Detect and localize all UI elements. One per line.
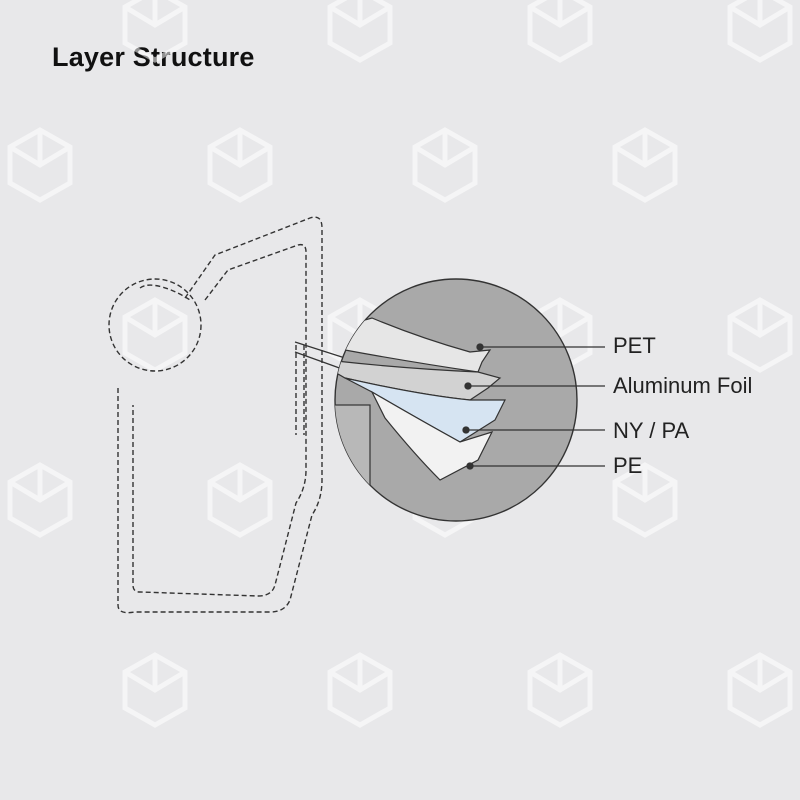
watermark-cube-icon (122, 652, 188, 728)
layer-pe-sheet (370, 390, 494, 481)
watermark-cube-icon (727, 0, 793, 63)
pouch-spout-neck (139, 284, 191, 301)
watermark-cube-icon (7, 462, 73, 538)
pouch-outline (108, 216, 323, 614)
watermark-cube-icon (527, 652, 593, 728)
pouch-side-seam (295, 345, 305, 435)
pouch-wall-section (335, 404, 371, 521)
leader-dot-pe (466, 462, 474, 470)
label-ny-pa: NY / PA (613, 418, 690, 443)
watermark-cube-icon (612, 462, 678, 538)
watermark-cube-icon (727, 297, 793, 373)
watermark-cube-icon (612, 127, 678, 203)
watermark-cube-icon (7, 127, 73, 203)
watermark-cube-icon (412, 127, 478, 203)
label-pe: PE (613, 453, 643, 478)
pouch-spout-cap (108, 278, 202, 372)
pouch-outer-edge (117, 216, 323, 614)
label-leaders (462, 343, 605, 470)
label-aluminum-foil: Aluminum Foil (613, 373, 753, 398)
watermark-cube-icon (122, 0, 188, 63)
label-pet: PET (613, 333, 656, 358)
watermark-cube-icon (122, 297, 188, 373)
watermark-cube-icon (527, 0, 593, 63)
pouch-inner-edge (132, 243, 307, 597)
watermark-cube-icon (207, 127, 273, 203)
watermark-cube-icon (207, 462, 273, 538)
callout-connector (294, 341, 346, 371)
leader-dot-nypa (462, 426, 470, 434)
watermark-pattern (7, 0, 793, 728)
watermark-cube-icon (327, 0, 393, 63)
watermark-cube-icon (727, 652, 793, 728)
leader-dot-pet (476, 343, 484, 351)
watermark-cube-icon (327, 652, 393, 728)
magnified-section (334, 278, 578, 522)
leader-dot-aluminum (464, 382, 472, 390)
